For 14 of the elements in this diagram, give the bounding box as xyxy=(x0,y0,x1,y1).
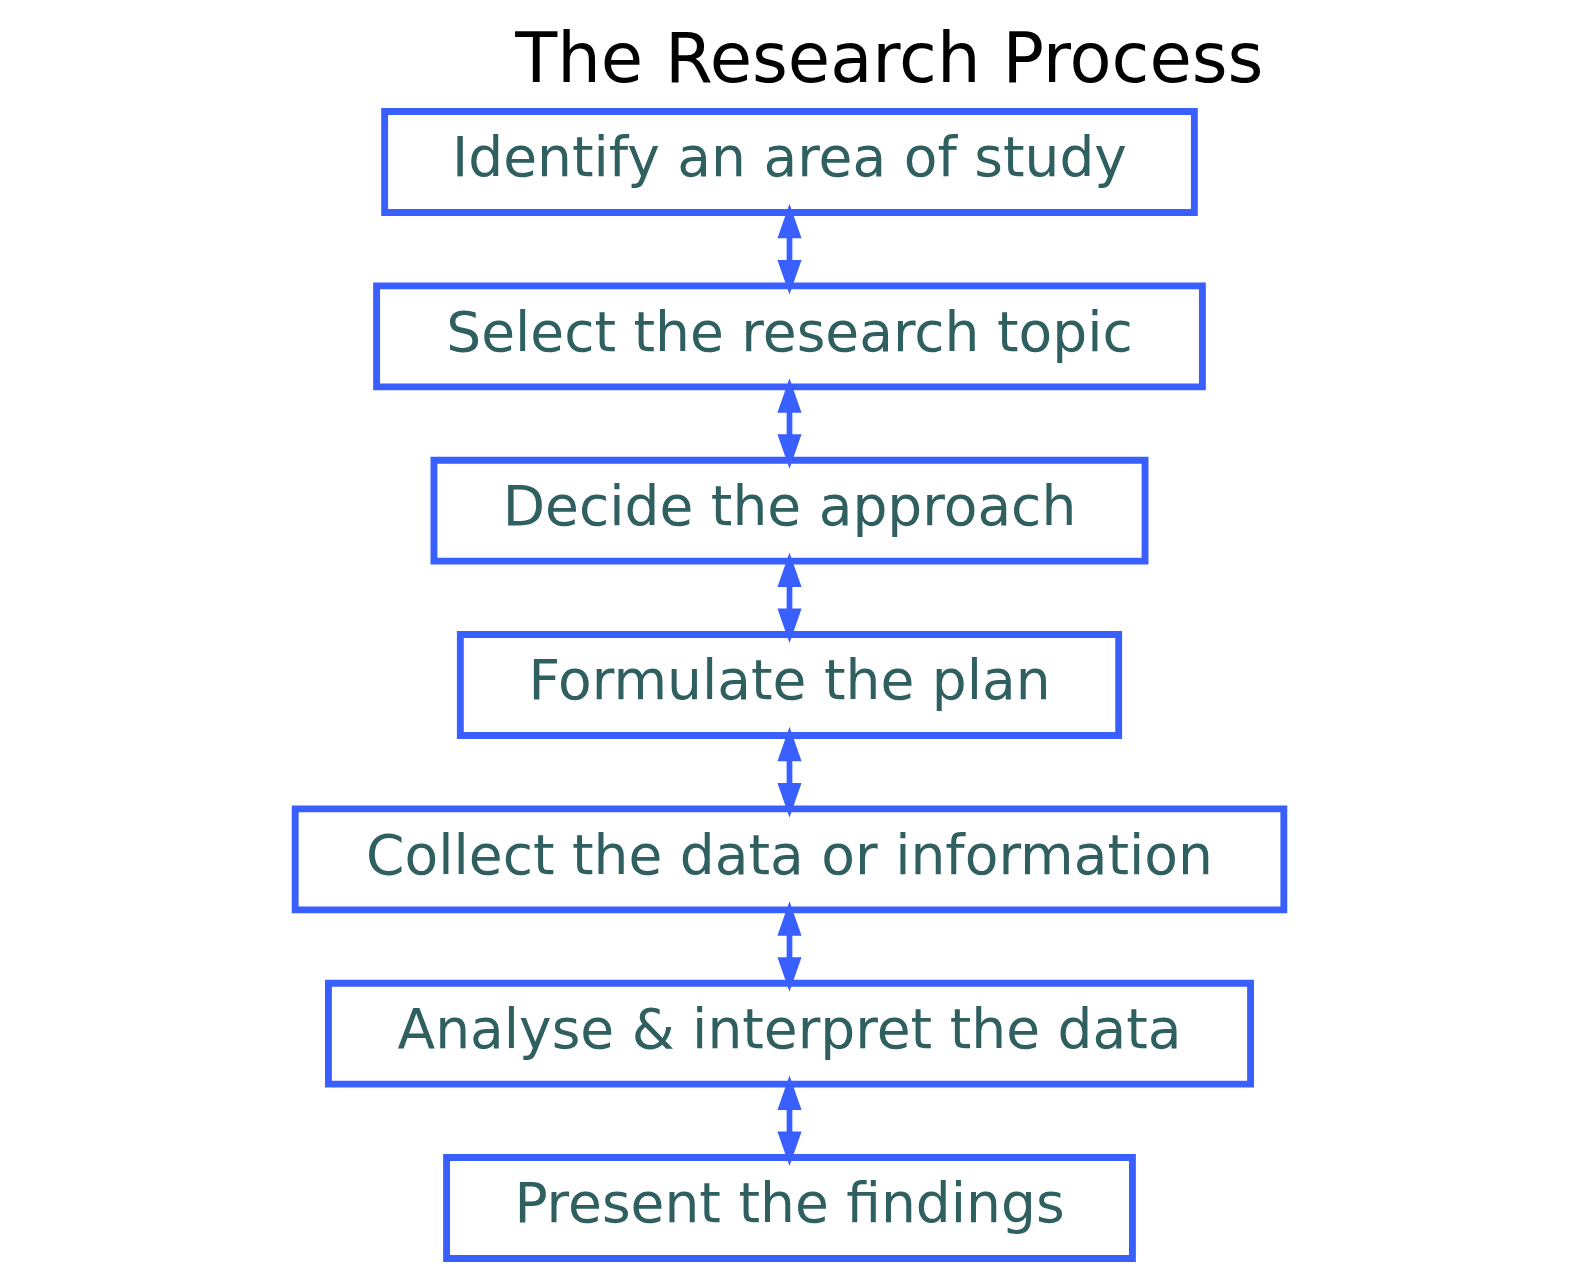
node-box: Collect the data or information xyxy=(291,805,1288,914)
arrow xyxy=(777,552,802,644)
arrow xyxy=(777,203,802,295)
node-box: Decide the approach xyxy=(430,456,1149,565)
arrow xyxy=(777,378,802,469)
node-box: Select the research topic xyxy=(373,282,1206,391)
diagram-title: The Research Process xyxy=(515,17,1264,98)
arrow xyxy=(777,1075,802,1167)
node-box: Identify an area of study xyxy=(381,108,1198,216)
arrow xyxy=(777,901,802,992)
arrow xyxy=(777,726,802,818)
node-box: Formulate the plan xyxy=(456,631,1123,739)
node-box: Present the findings xyxy=(443,1154,1136,1262)
node-box: Analyse & interpret the data xyxy=(325,979,1254,1088)
